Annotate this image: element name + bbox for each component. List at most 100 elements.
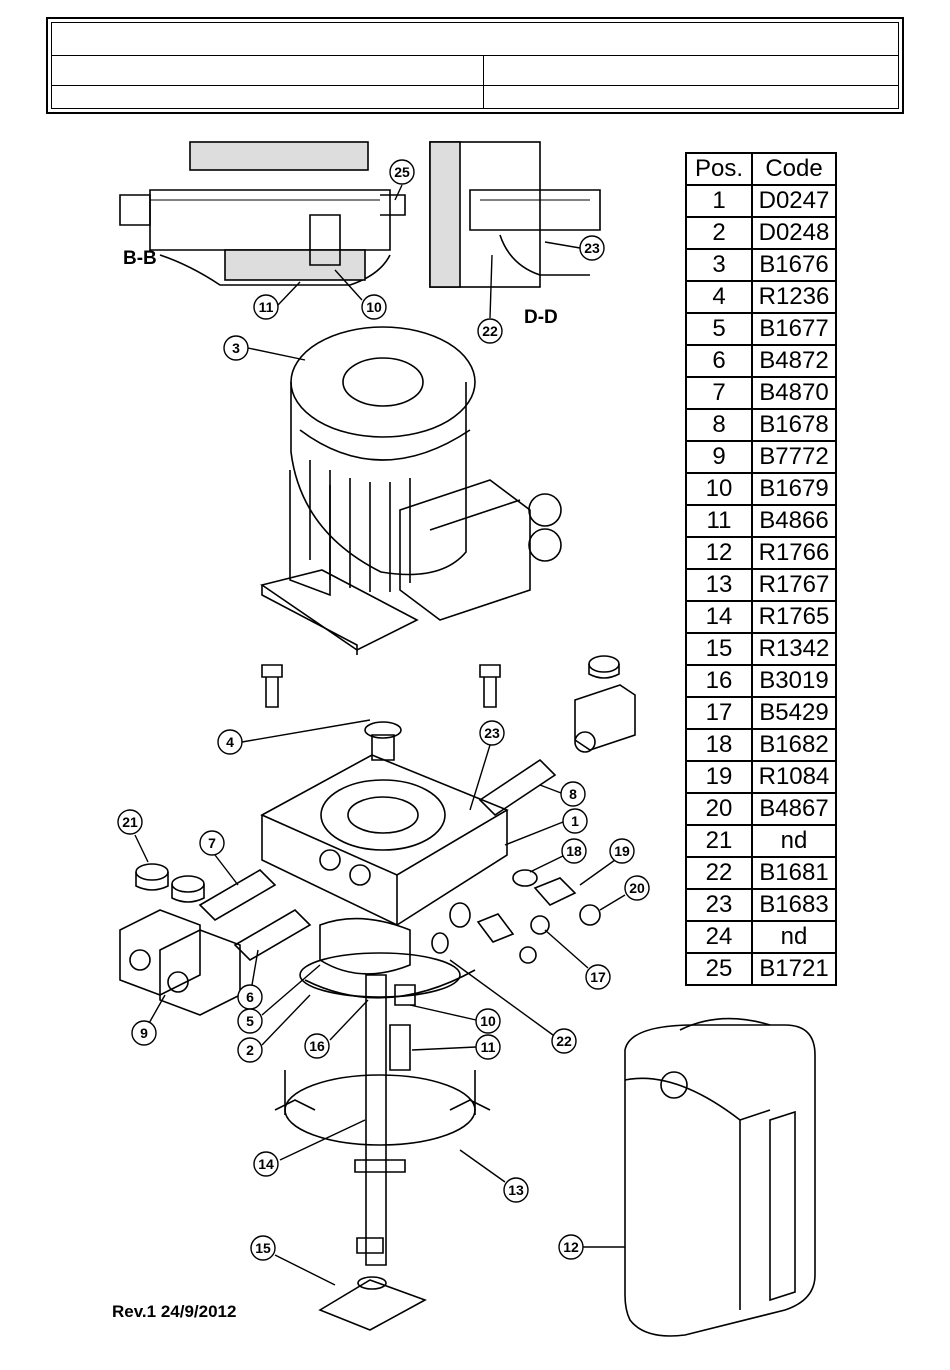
svg-text:10: 10 bbox=[480, 1013, 496, 1029]
callout-11: 11 bbox=[411, 1034, 501, 1060]
svg-text:11: 11 bbox=[259, 299, 274, 315]
pos-cell: 5 bbox=[685, 312, 753, 346]
callout-11-top: 11 bbox=[253, 281, 301, 320]
code-cell: B4870 bbox=[751, 376, 837, 410]
pos-cell: 17 bbox=[685, 696, 753, 730]
motor-drawing bbox=[260, 326, 562, 655]
callout-16: 16 bbox=[304, 999, 369, 1059]
svg-text:9: 9 bbox=[140, 1025, 148, 1041]
pos-cell: 6 bbox=[685, 344, 753, 378]
code-cell: B3019 bbox=[751, 664, 837, 698]
pump-body-drawing bbox=[260, 721, 509, 927]
callout-8: 8 bbox=[539, 781, 586, 807]
code-cell: R1766 bbox=[751, 536, 837, 570]
pos-cell: 15 bbox=[685, 632, 753, 666]
svg-text:16: 16 bbox=[309, 1038, 325, 1054]
pos-cell: 3 bbox=[685, 248, 753, 282]
section-dd-drawing bbox=[429, 141, 601, 288]
code-cell: R1765 bbox=[751, 600, 837, 634]
svg-text:7: 7 bbox=[208, 835, 216, 851]
code-cell: D0248 bbox=[751, 216, 837, 250]
callout-19: 19 bbox=[579, 838, 635, 886]
pos-cell: 9 bbox=[685, 440, 753, 474]
svg-text:3: 3 bbox=[232, 340, 240, 356]
pos-cell: 14 bbox=[685, 600, 753, 634]
pos-cell: 7 bbox=[685, 376, 753, 410]
svg-text:2: 2 bbox=[246, 1042, 254, 1058]
callout-10: 10 bbox=[409, 1004, 501, 1034]
svg-text:12: 12 bbox=[563, 1239, 579, 1255]
callout-13: 13 bbox=[459, 1149, 529, 1203]
callout-22-top: 22 bbox=[477, 254, 503, 344]
callout-10-top: 10 bbox=[334, 269, 387, 320]
callout-25: 25 bbox=[389, 159, 415, 201]
svg-text:22: 22 bbox=[482, 323, 498, 339]
revision-label: Rev.1 24/9/2012 bbox=[112, 1302, 237, 1321]
code-cell: B1679 bbox=[751, 472, 837, 506]
svg-text:5: 5 bbox=[246, 1013, 254, 1029]
svg-text:23: 23 bbox=[584, 240, 600, 256]
callout-12: 12 bbox=[558, 1234, 625, 1260]
tank-drawing bbox=[624, 1017, 816, 1337]
code-cell: B1681 bbox=[751, 856, 837, 890]
callout-7: 7 bbox=[199, 830, 239, 886]
callout-18: 18 bbox=[529, 838, 587, 873]
code-cell: D0247 bbox=[751, 184, 837, 218]
code-cell: nd bbox=[751, 920, 837, 954]
callout-1: 1 bbox=[504, 808, 588, 846]
callout-15: 15 bbox=[250, 1235, 336, 1286]
pos-cell: 4 bbox=[685, 280, 753, 314]
pos-cell: 11 bbox=[685, 504, 753, 538]
code-cell: B1682 bbox=[751, 728, 837, 762]
callout-9: 9 bbox=[131, 994, 166, 1046]
callout-5: 5 bbox=[237, 964, 321, 1034]
pos-cell: 21 bbox=[685, 824, 753, 858]
code-cell: R1236 bbox=[751, 280, 837, 314]
code-cell: B1721 bbox=[751, 952, 837, 986]
svg-text:19: 19 bbox=[614, 843, 630, 859]
code-cell: B1683 bbox=[751, 888, 837, 922]
callout-14: 14 bbox=[253, 1119, 366, 1177]
callout-2: 2 bbox=[237, 994, 311, 1063]
code-cell: B4866 bbox=[751, 504, 837, 538]
title-block bbox=[46, 17, 904, 114]
section-bb-drawing bbox=[119, 141, 406, 286]
callout-3: 3 bbox=[223, 335, 306, 361]
pos-cell: 10 bbox=[685, 472, 753, 506]
code-cell: B1678 bbox=[751, 408, 837, 442]
callout-22: 22 bbox=[449, 959, 577, 1054]
code-cell: R1084 bbox=[751, 760, 837, 794]
svg-text:15: 15 bbox=[255, 1240, 271, 1256]
pos-cell: 18 bbox=[685, 728, 753, 762]
pos-cell: 22 bbox=[685, 856, 753, 890]
pos-cell: 2 bbox=[685, 216, 753, 250]
pos-cell: 16 bbox=[685, 664, 753, 698]
code-cell: B1677 bbox=[751, 312, 837, 346]
callout-4: 4 bbox=[217, 719, 371, 755]
svg-text:4: 4 bbox=[226, 734, 234, 750]
pos-cell: 20 bbox=[685, 792, 753, 826]
code-cell: B1676 bbox=[751, 248, 837, 282]
callout-23: 23 bbox=[469, 720, 505, 811]
pos-cell: 23 bbox=[685, 888, 753, 922]
code-cell: B7772 bbox=[751, 440, 837, 474]
code-cell: B4872 bbox=[751, 344, 837, 378]
code-header: Code bbox=[751, 152, 837, 186]
pos-cell: 25 bbox=[685, 952, 753, 986]
callout-21: 21 bbox=[117, 809, 149, 863]
svg-text:1: 1 bbox=[571, 813, 579, 829]
svg-text:6: 6 bbox=[246, 989, 254, 1005]
